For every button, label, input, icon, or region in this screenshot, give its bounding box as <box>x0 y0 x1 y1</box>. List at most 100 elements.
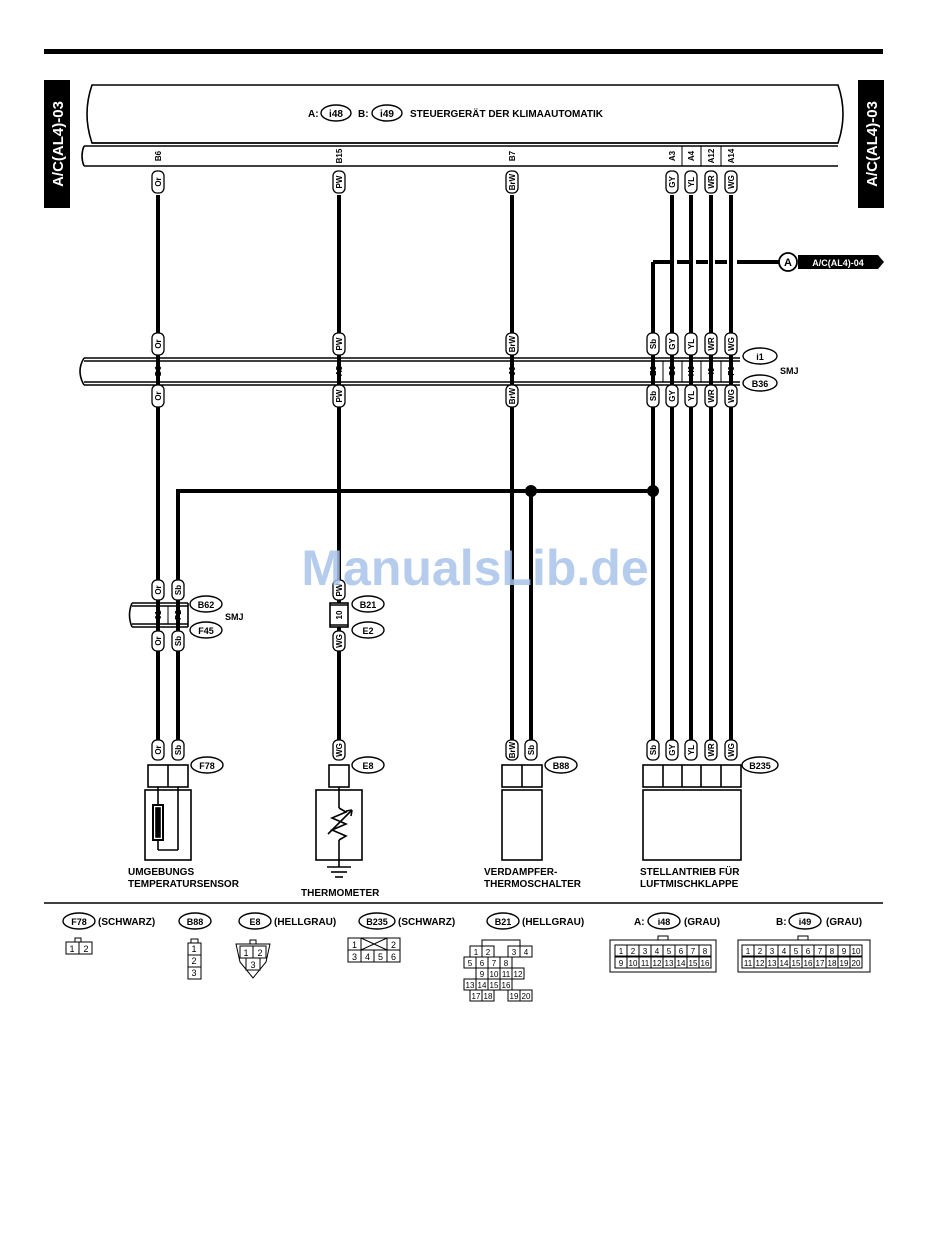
ecu-conn-a: i48 <box>329 109 343 120</box>
b21-bot-wire-text: WG <box>335 634 344 648</box>
legend-i49-r2-cell-2: 13 <box>768 959 777 968</box>
ecu-pin-1: B15 <box>335 148 344 163</box>
ecu-box <box>81 84 844 167</box>
legend-i48-r1-cell-5: 6 <box>679 947 684 956</box>
b62-bot-wire-1-text: Sb <box>174 636 183 646</box>
legend-i49-r2-cell-5: 16 <box>804 959 813 968</box>
b62-pin-1: P2 <box>174 610 183 620</box>
b62-pin-0: 01 <box>154 610 163 619</box>
legend-b88-conn: B88 <box>187 917 204 927</box>
smj-bot-wire-3-text: Sb <box>649 391 658 401</box>
b235-name-line2: LUFTMISCHKLAPPE <box>640 879 739 890</box>
ecu-pin-3: A3 <box>668 150 677 161</box>
smj-top-wire-6: WR <box>704 332 718 356</box>
joint-b21-conn-bot-oval <box>351 621 385 639</box>
legend-i48-r2-cell-2: 11 <box>641 959 650 968</box>
b62-top-wire-0-text: Or <box>154 585 163 594</box>
smj-pin-1: A5 <box>335 365 344 376</box>
comp-3-wire-2-text: YL <box>687 745 696 755</box>
smj-bot-wire-2-text: BrW <box>508 387 517 404</box>
smj-top-wire-0: Or <box>151 332 165 356</box>
smj-main-conn-top: i1 <box>756 352 764 362</box>
smj-top-wire-2: BrW <box>505 332 519 356</box>
legend-b88-cell-3: 3 <box>191 968 196 978</box>
ecu-pin-5: A12 <box>707 148 716 163</box>
ecu-wire-4-text: YL <box>687 177 696 187</box>
smj-top-wire-5-text: YL <box>687 339 696 349</box>
legend-b21-r4-cell-0: 13 <box>466 981 475 990</box>
smj-bot-wire-1: PW <box>332 384 346 408</box>
legend-b235-cell-2: 3 <box>352 952 357 962</box>
comp-3-wire-1: GY <box>665 739 679 761</box>
legend-i49-desc: (GRAU) <box>826 917 862 928</box>
legend-i49-r1-cell-7: 8 <box>830 947 835 956</box>
smj-pin-6: I6 <box>707 367 716 374</box>
legend-i49-r2-cell-1: 12 <box>756 959 765 968</box>
comp-0-wire-0: Or <box>151 739 165 761</box>
legend-i49-r1-cell-9: 10 <box>852 947 861 956</box>
smj-main-conn-top-oval <box>742 347 778 365</box>
smj-pin-4: G6 <box>668 365 677 376</box>
comp-3-wire-0: Sb <box>646 739 660 761</box>
ecu-pin-6: A14 <box>727 148 736 163</box>
smj-bot-wire-2: BrW <box>505 384 519 408</box>
legend-b21-r5-cell-2: 19 <box>510 992 519 1001</box>
smj-bot-wire-3: Sb <box>646 384 660 408</box>
smj-top-wire-4-text: GY <box>668 338 677 350</box>
b21-bot-wire: WG <box>332 630 346 652</box>
legend-f78-cell-2: 2 <box>83 944 88 954</box>
smj-b62-conn-bot: F45 <box>198 626 214 636</box>
smj-bot-wire-6-text: WR <box>707 389 716 403</box>
f78-connector <box>144 764 192 861</box>
legend-i49-r1-cell-6: 7 <box>818 947 823 956</box>
comp-2-wire-1: Sb <box>524 739 538 761</box>
comp-2-wire-0: BrW <box>505 739 519 761</box>
b62-top-wire-1: Sb <box>171 579 185 601</box>
e8-conn-oval <box>351 756 385 774</box>
b21-pin: 10 <box>335 610 344 619</box>
joint-b21-conn-top: B21 <box>360 600 377 610</box>
smj-bot-wire-1-text: PW <box>335 389 344 402</box>
b62-top-wire-1-text: Sb <box>174 585 183 595</box>
legend-b21-r2-cell-0: 5 <box>468 959 473 968</box>
smj-top-wire-5: YL <box>684 332 698 356</box>
b88-name-line2: THERMOSCHALTER <box>484 879 582 890</box>
comp-0-wire-0-text: Or <box>154 745 163 754</box>
legend-b21-r2-cell-2: 7 <box>492 959 497 968</box>
ecu-wire-5-text: WR <box>707 175 716 189</box>
ecu-pin-4: A4 <box>687 150 696 161</box>
smj-b62-conn-top: B62 <box>198 600 215 610</box>
legend-i48-r1-cell-4: 5 <box>667 947 672 956</box>
comp-2-wire-0-text: BrW <box>508 741 517 758</box>
legend-b21-r1-cell-0: 1 <box>474 948 479 957</box>
comp-3-wire-2: YL <box>684 739 698 761</box>
legend-b21-r4-cell-1: 14 <box>478 981 487 990</box>
legend-i48-r2-cell-5: 14 <box>677 959 686 968</box>
wires <box>156 195 780 750</box>
f78-name-line2: TEMPERATURSENSOR <box>128 879 240 890</box>
legend-b21-oval <box>486 912 520 930</box>
legend-b235-cell-3: 4 <box>365 952 370 962</box>
smj-top-wire-0-text: Or <box>154 339 163 348</box>
smj-b62-smj: SMJ <box>225 612 244 622</box>
legend-f78-conn: F78 <box>71 917 87 927</box>
smj-main-labels: OrD6OrPWA5PWBrWJ6BrWSbE6SbGYG6GYYLH6YLWR… <box>151 332 738 408</box>
ecu-wire-0-text: Or <box>154 177 163 186</box>
legend-i49-r1-cell-4: 5 <box>794 947 799 956</box>
b21-top-wire: PW <box>332 579 346 601</box>
legend-i49-r2-cell-8: 19 <box>840 959 849 968</box>
legend-i49-r1-cell-5: 6 <box>806 947 811 956</box>
side-tab-right-label: A/C(AL4)-03 <box>864 101 881 187</box>
b235-conn-oval <box>741 756 779 774</box>
legend-b21-r5-cell-3: 20 <box>522 992 531 1001</box>
legend-b21-r1-cell-3: 4 <box>524 948 529 957</box>
ecu-conn-b: i49 <box>380 109 394 120</box>
legend-b88-face <box>187 938 202 980</box>
legend-b88-cell-1: 1 <box>191 944 196 954</box>
smj-top-wire-3-text: Sb <box>649 339 658 349</box>
ecu-pin-0: B6 <box>154 150 163 161</box>
smj-b62-conn-top-oval <box>189 595 223 613</box>
smj-top-wire-2-text: BrW <box>508 335 517 352</box>
